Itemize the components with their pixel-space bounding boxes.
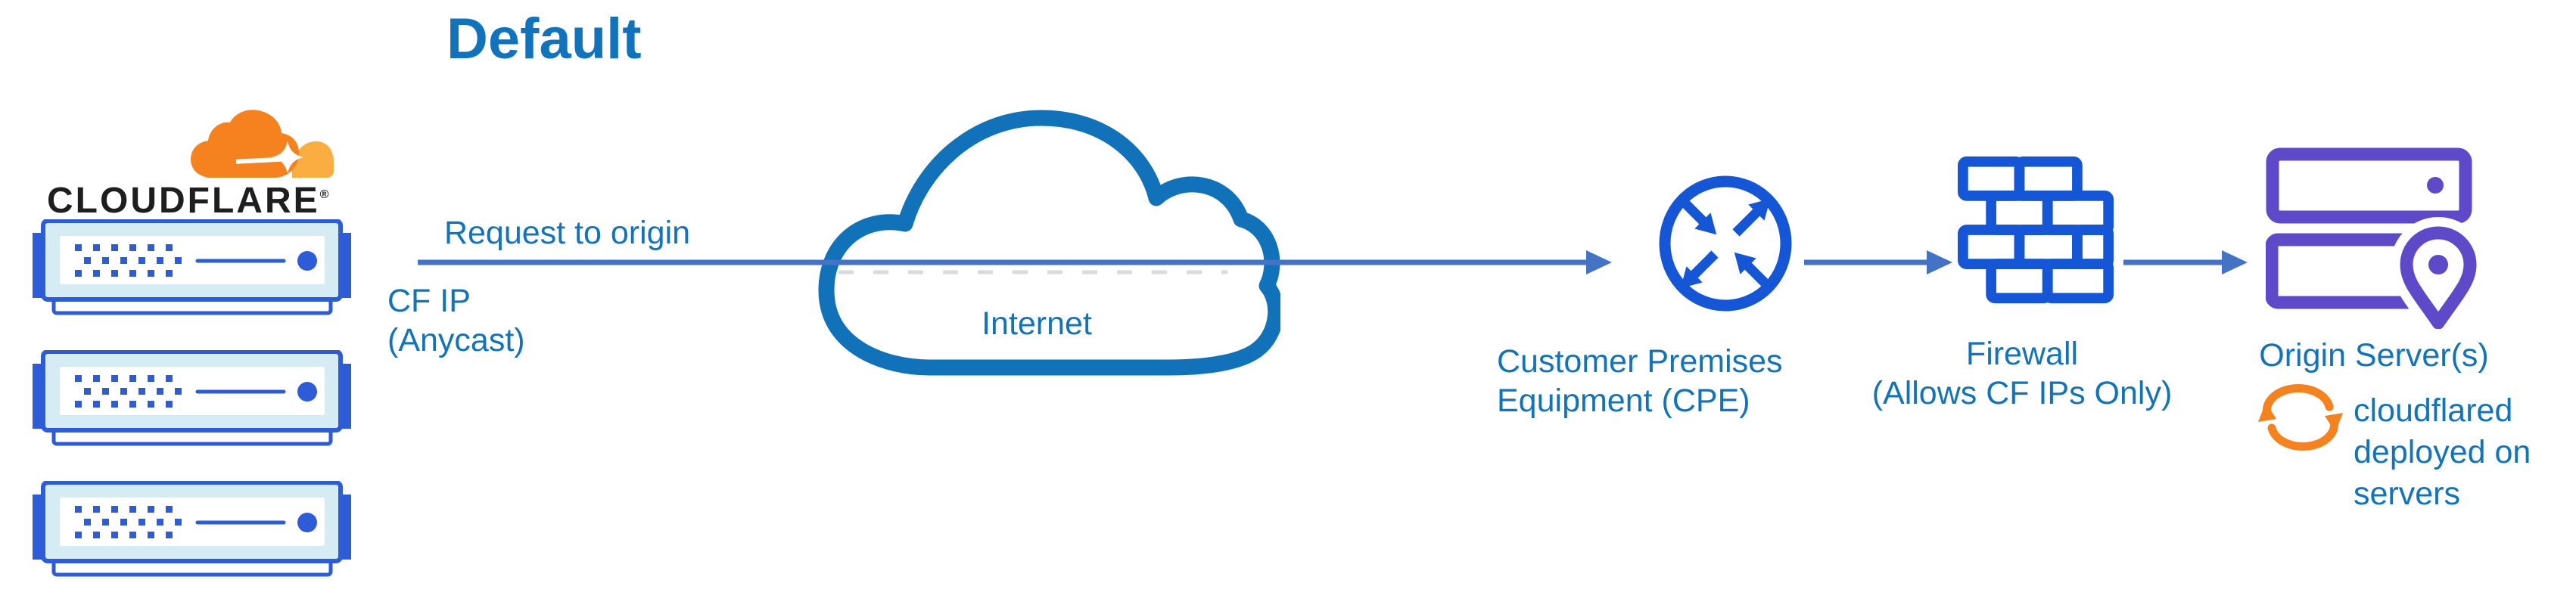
- server-dots-pattern: [75, 506, 182, 538]
- registered-trademark-symbol: ®: [319, 188, 331, 201]
- server-dots-pattern: [75, 375, 182, 408]
- firewall-brick-wall-icon: [1957, 156, 2114, 304]
- cloudflared-line1: cloudflared: [2354, 392, 2513, 429]
- arrow-edge-to-cpe-head: [1586, 250, 1612, 274]
- cloudflare-wordmark-text: CLOUDFLARE: [47, 181, 320, 221]
- diagram-title: Default: [446, 7, 642, 71]
- cpe-label-line2: Equipment (CPE): [1497, 383, 1750, 419]
- cpe-label: Customer Premises Equipment (CPE): [1497, 342, 1783, 420]
- origin-servers-label: Origin Server(s): [2259, 337, 2489, 374]
- cloudflared-label: cloudflared deployed on servers: [2354, 390, 2531, 515]
- arrow-firewall-to-origin-head: [2222, 250, 2248, 274]
- cf-ip-anycast-label: CF IP (Anycast): [387, 281, 525, 360]
- cloudflare-edge-server-rack-icon: [33, 350, 351, 446]
- cloudflare-edge-server-rack-icon: [33, 219, 351, 315]
- server-dots-pattern: [75, 244, 182, 277]
- arrow-cpe-to-firewall-head: [1927, 250, 1952, 274]
- cf-ip-line1: CF IP: [387, 283, 471, 319]
- cloudflare-edge-server-rack-icon: [33, 481, 351, 577]
- internet-label: Internet: [982, 305, 1092, 342]
- firewall-label: Firewall (Allows CF IPs Only): [1848, 334, 2196, 413]
- router-cpe-icon: [1659, 175, 1792, 312]
- cpe-label-line1: Customer Premises: [1497, 343, 1783, 380]
- request-to-origin-label: Request to origin: [443, 215, 691, 251]
- sync-refresh-arrows-icon: [2258, 384, 2343, 451]
- cloudflare-wordmark: CLOUDFLARE®: [47, 180, 331, 222]
- cf-ip-line2: (Anycast): [387, 322, 525, 358]
- firewall-label-line2: (Allows CF IPs Only): [1871, 375, 2173, 411]
- firewall-label-line1: Firewall: [1965, 336, 2079, 372]
- cloudflared-line3: servers: [2354, 476, 2460, 512]
- cloudflared-line2: deployed on: [2354, 434, 2531, 470]
- cloudflare-logo-cloud-icon: [191, 110, 334, 178]
- origin-servers-location-pin-icon: [2266, 147, 2478, 329]
